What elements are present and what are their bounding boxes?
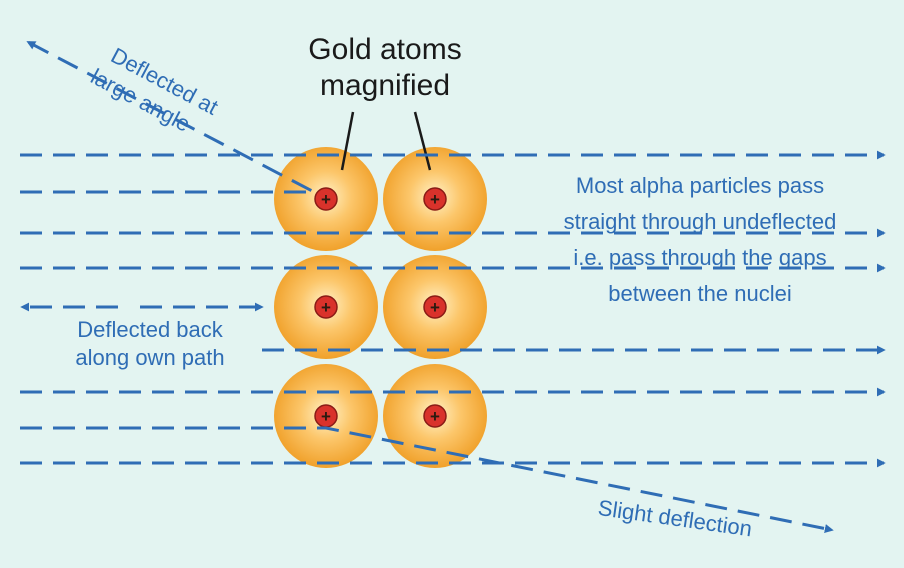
- page-title: Gold atoms magnified: [270, 32, 500, 104]
- nucleus-symbol: +: [321, 190, 331, 209]
- pointer-line: [340, 111, 355, 171]
- label-deflected-back: Deflected back along own path: [52, 316, 248, 372]
- path-slight-deflection: [20, 426, 834, 533]
- nucleus-symbol: +: [321, 407, 331, 426]
- label-line: along own path: [75, 345, 225, 370]
- nuclei: + + + + + +: [314, 187, 447, 428]
- nucleus-symbol: +: [430, 298, 440, 317]
- nucleus: +: [423, 404, 447, 428]
- label-line: Deflected back: [77, 317, 223, 342]
- nucleus: +: [314, 295, 338, 319]
- label-line: between the nuclei: [608, 281, 792, 306]
- nucleus-symbol: +: [430, 407, 440, 426]
- path-deflected-large-angle: [20, 40, 315, 194]
- title-pointers: [340, 111, 432, 171]
- nucleus: +: [423, 187, 447, 211]
- label-line: i.e. pass through the gaps: [573, 245, 827, 270]
- title-line: Gold atoms: [308, 33, 462, 66]
- nucleus-symbol: +: [321, 298, 331, 317]
- label-line: Most alpha particles pass: [575, 173, 825, 198]
- alpha-paths: [20, 40, 886, 533]
- pointer-line: [413, 111, 432, 171]
- label-line: straight through undeflected: [563, 209, 837, 234]
- nucleus-symbol: +: [430, 190, 440, 209]
- title-line: magnified: [319, 69, 451, 102]
- nucleus: +: [423, 295, 447, 319]
- label-most-pass: Most alpha particles pass straight throu…: [530, 168, 870, 312]
- gold-atoms: [274, 147, 487, 468]
- nucleus: +: [314, 187, 338, 211]
- nucleus: +: [314, 404, 338, 428]
